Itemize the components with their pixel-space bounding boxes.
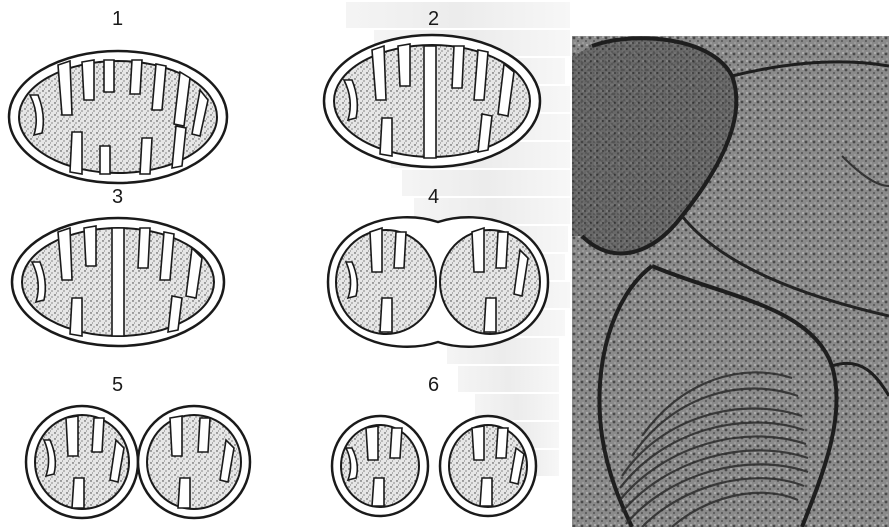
mitochondrion-stage-4 [328, 217, 548, 347]
mitochondrion-stage-3 [12, 218, 224, 346]
mitochondrion-stage-6 [332, 416, 536, 516]
mitochondrion-stage-2 [324, 35, 540, 167]
electron-micrograph [572, 36, 889, 527]
mitochondrion-stage-5 [26, 406, 250, 518]
mitochondrion-stage-1 [9, 51, 227, 183]
